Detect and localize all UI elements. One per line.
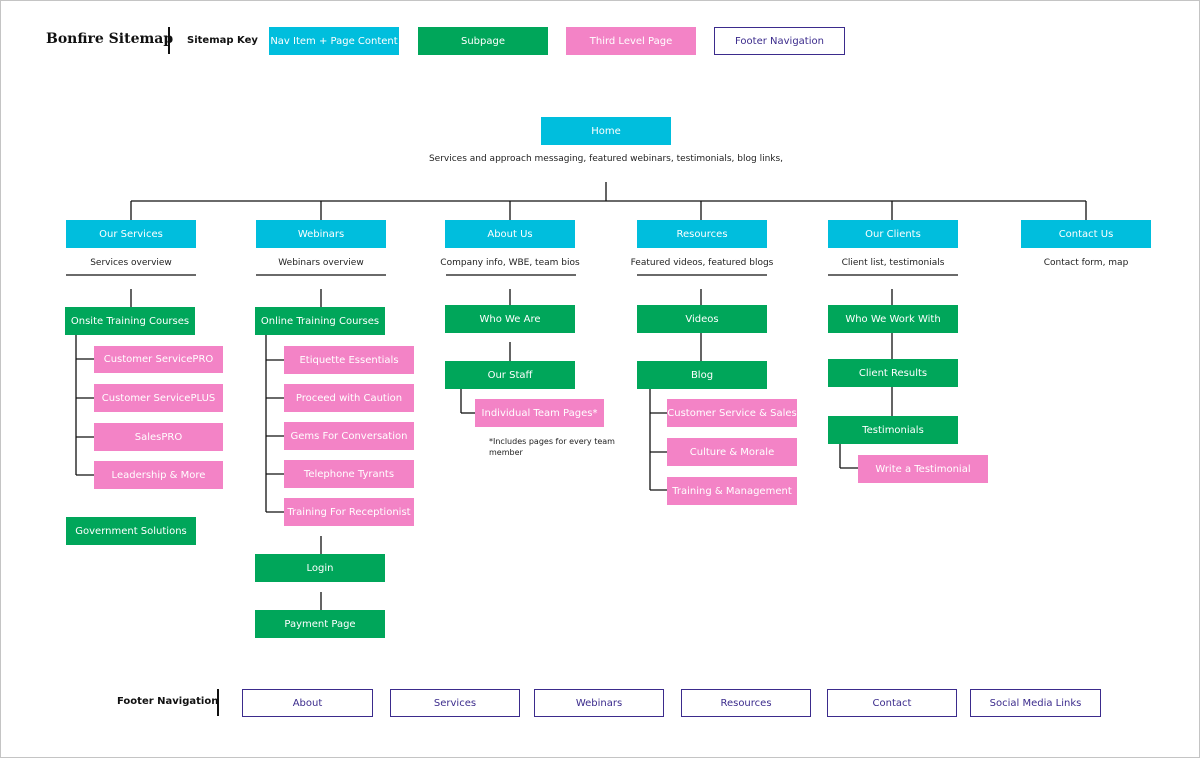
- subpage-blog[interactable]: Blog: [637, 361, 767, 389]
- page-write-a-testimonial[interactable]: Write a Testimonial: [858, 455, 988, 483]
- nav-our-clients[interactable]: Our Clients: [828, 220, 958, 248]
- subpage-onsite-training[interactable]: Onsite Training Courses: [65, 307, 195, 335]
- webinars-description: Webinars overview: [278, 258, 364, 268]
- subpage-client-results[interactable]: Client Results: [828, 359, 958, 387]
- key-third-level: Third Level Page: [566, 27, 696, 55]
- subpage-videos[interactable]: Videos: [637, 305, 767, 333]
- page-gems-for-conversation[interactable]: Gems For Conversation: [284, 422, 414, 450]
- resources-description: Featured videos, featured blogs: [630, 258, 774, 268]
- subpage-online-training[interactable]: Online Training Courses: [255, 307, 385, 335]
- subpage-payment-page[interactable]: Payment Page: [255, 610, 385, 638]
- our-clients-description: Client list, testimonials: [841, 258, 945, 268]
- footer-link-social-media[interactable]: Social Media Links: [970, 689, 1101, 717]
- page-training-for-receptionist[interactable]: Training For Receptionist: [284, 498, 414, 526]
- footer-link-services[interactable]: Services: [390, 689, 520, 717]
- key-nav-item: Nav Item + Page Content: [269, 27, 399, 55]
- page-title: Bonfire Sitemap: [46, 31, 174, 47]
- page-individual-team-pages[interactable]: Individual Team Pages*: [475, 399, 604, 427]
- footer-link-resources[interactable]: Resources: [681, 689, 811, 717]
- page-culture-morale[interactable]: Culture & Morale: [667, 438, 797, 466]
- footer-link-about[interactable]: About: [242, 689, 373, 717]
- page-etiquette-essentials[interactable]: Etiquette Essentials: [284, 346, 414, 374]
- page-customer-service-pro[interactable]: Customer ServicePRO: [94, 346, 223, 373]
- footer-navigation-label: Footer Navigation: [117, 696, 219, 707]
- our-services-description: Services overview: [90, 258, 172, 268]
- footer-divider: [217, 689, 219, 716]
- sitemap-key-label: Sitemap Key: [187, 35, 258, 46]
- subpage-who-we-work-with[interactable]: Who We Work With: [828, 305, 958, 333]
- nav-resources[interactable]: Resources: [637, 220, 767, 248]
- key-subpage: Subpage: [418, 27, 548, 55]
- header-divider: [168, 27, 170, 54]
- subpage-testimonials[interactable]: Testimonials: [828, 416, 958, 444]
- nav-contact-us[interactable]: Contact Us: [1021, 220, 1151, 248]
- page-proceed-with-caution[interactable]: Proceed with Caution: [284, 384, 414, 412]
- page-customer-service-sales[interactable]: Customer Service & Sales: [667, 399, 797, 427]
- home-description: Services and approach messaging, feature…: [428, 154, 784, 164]
- subpage-our-staff[interactable]: Our Staff: [445, 361, 575, 389]
- subpage-government-solutions[interactable]: Government Solutions: [66, 517, 196, 545]
- footer-link-contact[interactable]: Contact: [827, 689, 957, 717]
- nav-our-services[interactable]: Our Services: [66, 220, 196, 248]
- about-us-description: Company info, WBE, team bios: [440, 258, 580, 268]
- nav-about-us[interactable]: About Us: [445, 220, 575, 248]
- contact-us-description: Contact form, map: [1043, 258, 1129, 268]
- team-pages-footnote: *Includes pages for every team member: [489, 437, 615, 457]
- page-training-management[interactable]: Training & Management: [667, 477, 797, 505]
- key-footer-navigation: Footer Navigation: [714, 27, 845, 55]
- page-leadership-more[interactable]: Leadership & More: [94, 461, 223, 489]
- home-node[interactable]: Home: [541, 117, 671, 145]
- nav-webinars[interactable]: Webinars: [256, 220, 386, 248]
- footer-link-webinars[interactable]: Webinars: [534, 689, 664, 717]
- page-sales-pro[interactable]: SalesPRO: [94, 423, 223, 451]
- page-telephone-tyrants[interactable]: Telephone Tyrants: [284, 460, 414, 488]
- page-customer-service-plus[interactable]: Customer ServicePLUS: [94, 384, 223, 412]
- subpage-who-we-are[interactable]: Who We Are: [445, 305, 575, 333]
- subpage-login[interactable]: Login: [255, 554, 385, 582]
